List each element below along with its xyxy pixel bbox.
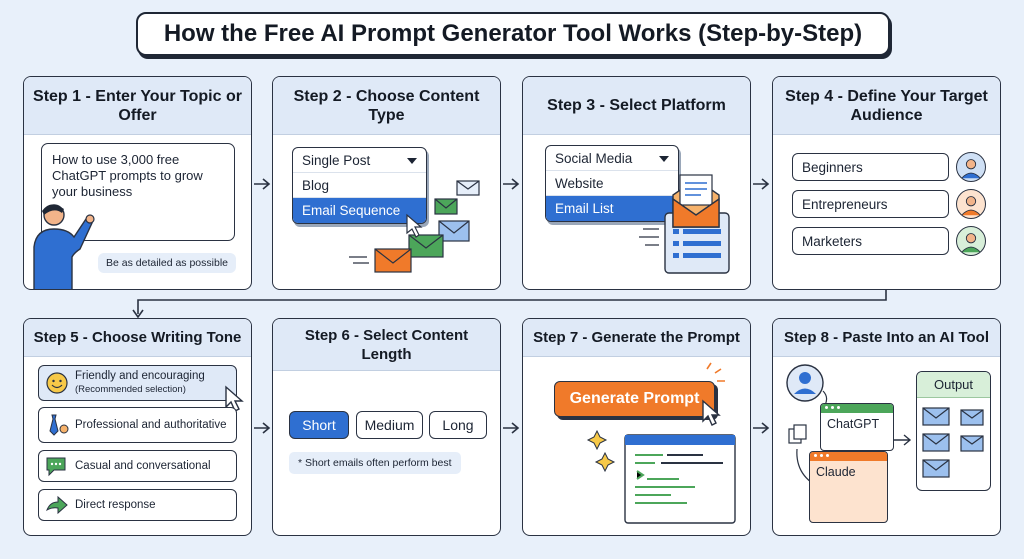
content-type-option[interactable]: Blog bbox=[293, 173, 426, 198]
step-4-card: Step 4 - Define Your Target Audience Beg… bbox=[772, 76, 1001, 290]
step-8-heading: Step 8 - Paste Into an AI Tool bbox=[773, 319, 1000, 357]
chat-bubble-icon bbox=[39, 451, 75, 481]
avatar-icon bbox=[956, 189, 986, 219]
platform-option[interactable]: Social Media bbox=[546, 146, 678, 171]
person-pointing-icon bbox=[33, 204, 95, 289]
detail-hint: Be as detailed as possible bbox=[98, 253, 236, 273]
arrow-right-icon bbox=[753, 178, 770, 190]
step-5-heading: Step 5 - Choose Writing Tone bbox=[24, 319, 251, 357]
audience-entrepreneurs[interactable]: Entrepreneurs bbox=[792, 190, 949, 218]
step-1-heading: Step 1 - Enter Your Topic or Offer bbox=[24, 77, 251, 135]
tie-gear-icon bbox=[39, 408, 75, 442]
avatar-icon bbox=[786, 364, 828, 406]
tone-professional[interactable]: Professional and authoritative bbox=[38, 407, 237, 443]
topic-input[interactable]: How to use 3,000 free ChatGPT prompts to… bbox=[41, 143, 235, 241]
copy-icon bbox=[788, 424, 807, 444]
generate-prompt-button[interactable]: Generate Prompt bbox=[554, 381, 715, 417]
platform-option[interactable]: Website bbox=[546, 171, 678, 196]
length-medium-button[interactable]: Medium bbox=[356, 411, 423, 439]
page-title: How the Free AI Prompt Generator Tool Wo… bbox=[136, 12, 890, 56]
content-type-option[interactable]: Single Post bbox=[293, 148, 426, 173]
claude-window[interactable]: Claude bbox=[809, 451, 888, 523]
chevron-down-icon bbox=[407, 158, 417, 164]
step-6-heading: Step 6 - Select Content Length bbox=[273, 319, 500, 371]
length-long-button[interactable]: Long bbox=[429, 411, 487, 439]
code-window-icon bbox=[586, 429, 736, 524]
length-note: * Short emails often perform best bbox=[289, 452, 461, 474]
audience-beginners[interactable]: Beginners bbox=[792, 153, 949, 181]
smiley-icon bbox=[39, 366, 75, 400]
arrow-right-icon bbox=[254, 422, 271, 434]
arrow-right-icon bbox=[39, 490, 75, 520]
tone-note: (Recommended selection) bbox=[75, 384, 186, 395]
tool-claude: Claude bbox=[816, 465, 856, 479]
chevron-down-icon bbox=[659, 156, 669, 162]
step-3-heading: Step 3 - Select Platform bbox=[523, 77, 750, 135]
arrow-right-icon bbox=[503, 422, 520, 434]
content-type-dropdown[interactable]: Single Post Blog Email Sequence bbox=[292, 147, 427, 224]
envelopes-icon bbox=[349, 180, 480, 273]
step-5-card: Step 5 - Choose Writing Tone Friendly an… bbox=[23, 318, 252, 536]
audience-marketers[interactable]: Marketers bbox=[792, 227, 949, 255]
cursor-icon bbox=[702, 362, 725, 426]
tone-casual[interactable]: Casual and conversational bbox=[38, 450, 237, 482]
platform-option-selected[interactable]: Email List bbox=[546, 196, 678, 221]
step-1-card: Step 1 - Enter Your Topic or Offer How t… bbox=[23, 76, 252, 290]
step-8-card: Step 8 - Paste Into an AI Tool ChatGPT C… bbox=[772, 318, 1001, 536]
tone-friendly[interactable]: Friendly and encouraging (Recommended sel… bbox=[38, 365, 237, 401]
connector-arrow bbox=[132, 290, 887, 319]
avatar-icon bbox=[956, 152, 986, 182]
chatgpt-window[interactable]: ChatGPT bbox=[820, 403, 894, 451]
output-label: Output bbox=[917, 372, 990, 398]
output-panel: Output bbox=[916, 371, 991, 491]
output-envelopes-icon bbox=[922, 407, 984, 478]
tone-label: Professional and authoritative bbox=[75, 418, 227, 431]
tool-chatgpt: ChatGPT bbox=[827, 417, 880, 431]
tone-label: Direct response bbox=[75, 498, 156, 511]
step-3-card: Step 3 - Select Platform Social Media We… bbox=[522, 76, 751, 290]
open-envelope-icon bbox=[639, 174, 730, 274]
arrow-right-icon bbox=[753, 422, 770, 434]
length-short-button[interactable]: Short bbox=[289, 411, 349, 439]
step-7-heading: Step 7 - Generate the Prompt bbox=[523, 319, 750, 357]
platform-dropdown[interactable]: Social Media Website Email List bbox=[545, 145, 679, 222]
arrow-right-icon bbox=[893, 434, 912, 446]
step-4-heading: Step 4 - Define Your Target Audience bbox=[773, 77, 1000, 135]
arrow-right-icon bbox=[254, 178, 271, 190]
tone-label: Casual and conversational bbox=[75, 459, 211, 472]
step-7-card: Step 7 - Generate the Prompt Generate Pr… bbox=[522, 318, 751, 536]
arrow-right-icon bbox=[503, 178, 520, 190]
tone-label: Friendly and encouraging bbox=[75, 370, 205, 382]
step-6-card: Step 6 - Select Content Length Short Med… bbox=[272, 318, 501, 536]
cursor-icon bbox=[225, 385, 244, 412]
tone-direct[interactable]: Direct response bbox=[38, 489, 237, 521]
step-2-heading: Step 2 - Choose Content Type bbox=[273, 77, 500, 135]
avatar-icon bbox=[956, 226, 986, 256]
step-2-card: Step 2 - Choose Content Type Single Post… bbox=[272, 76, 501, 290]
content-type-option-selected[interactable]: Email Sequence bbox=[293, 198, 426, 223]
